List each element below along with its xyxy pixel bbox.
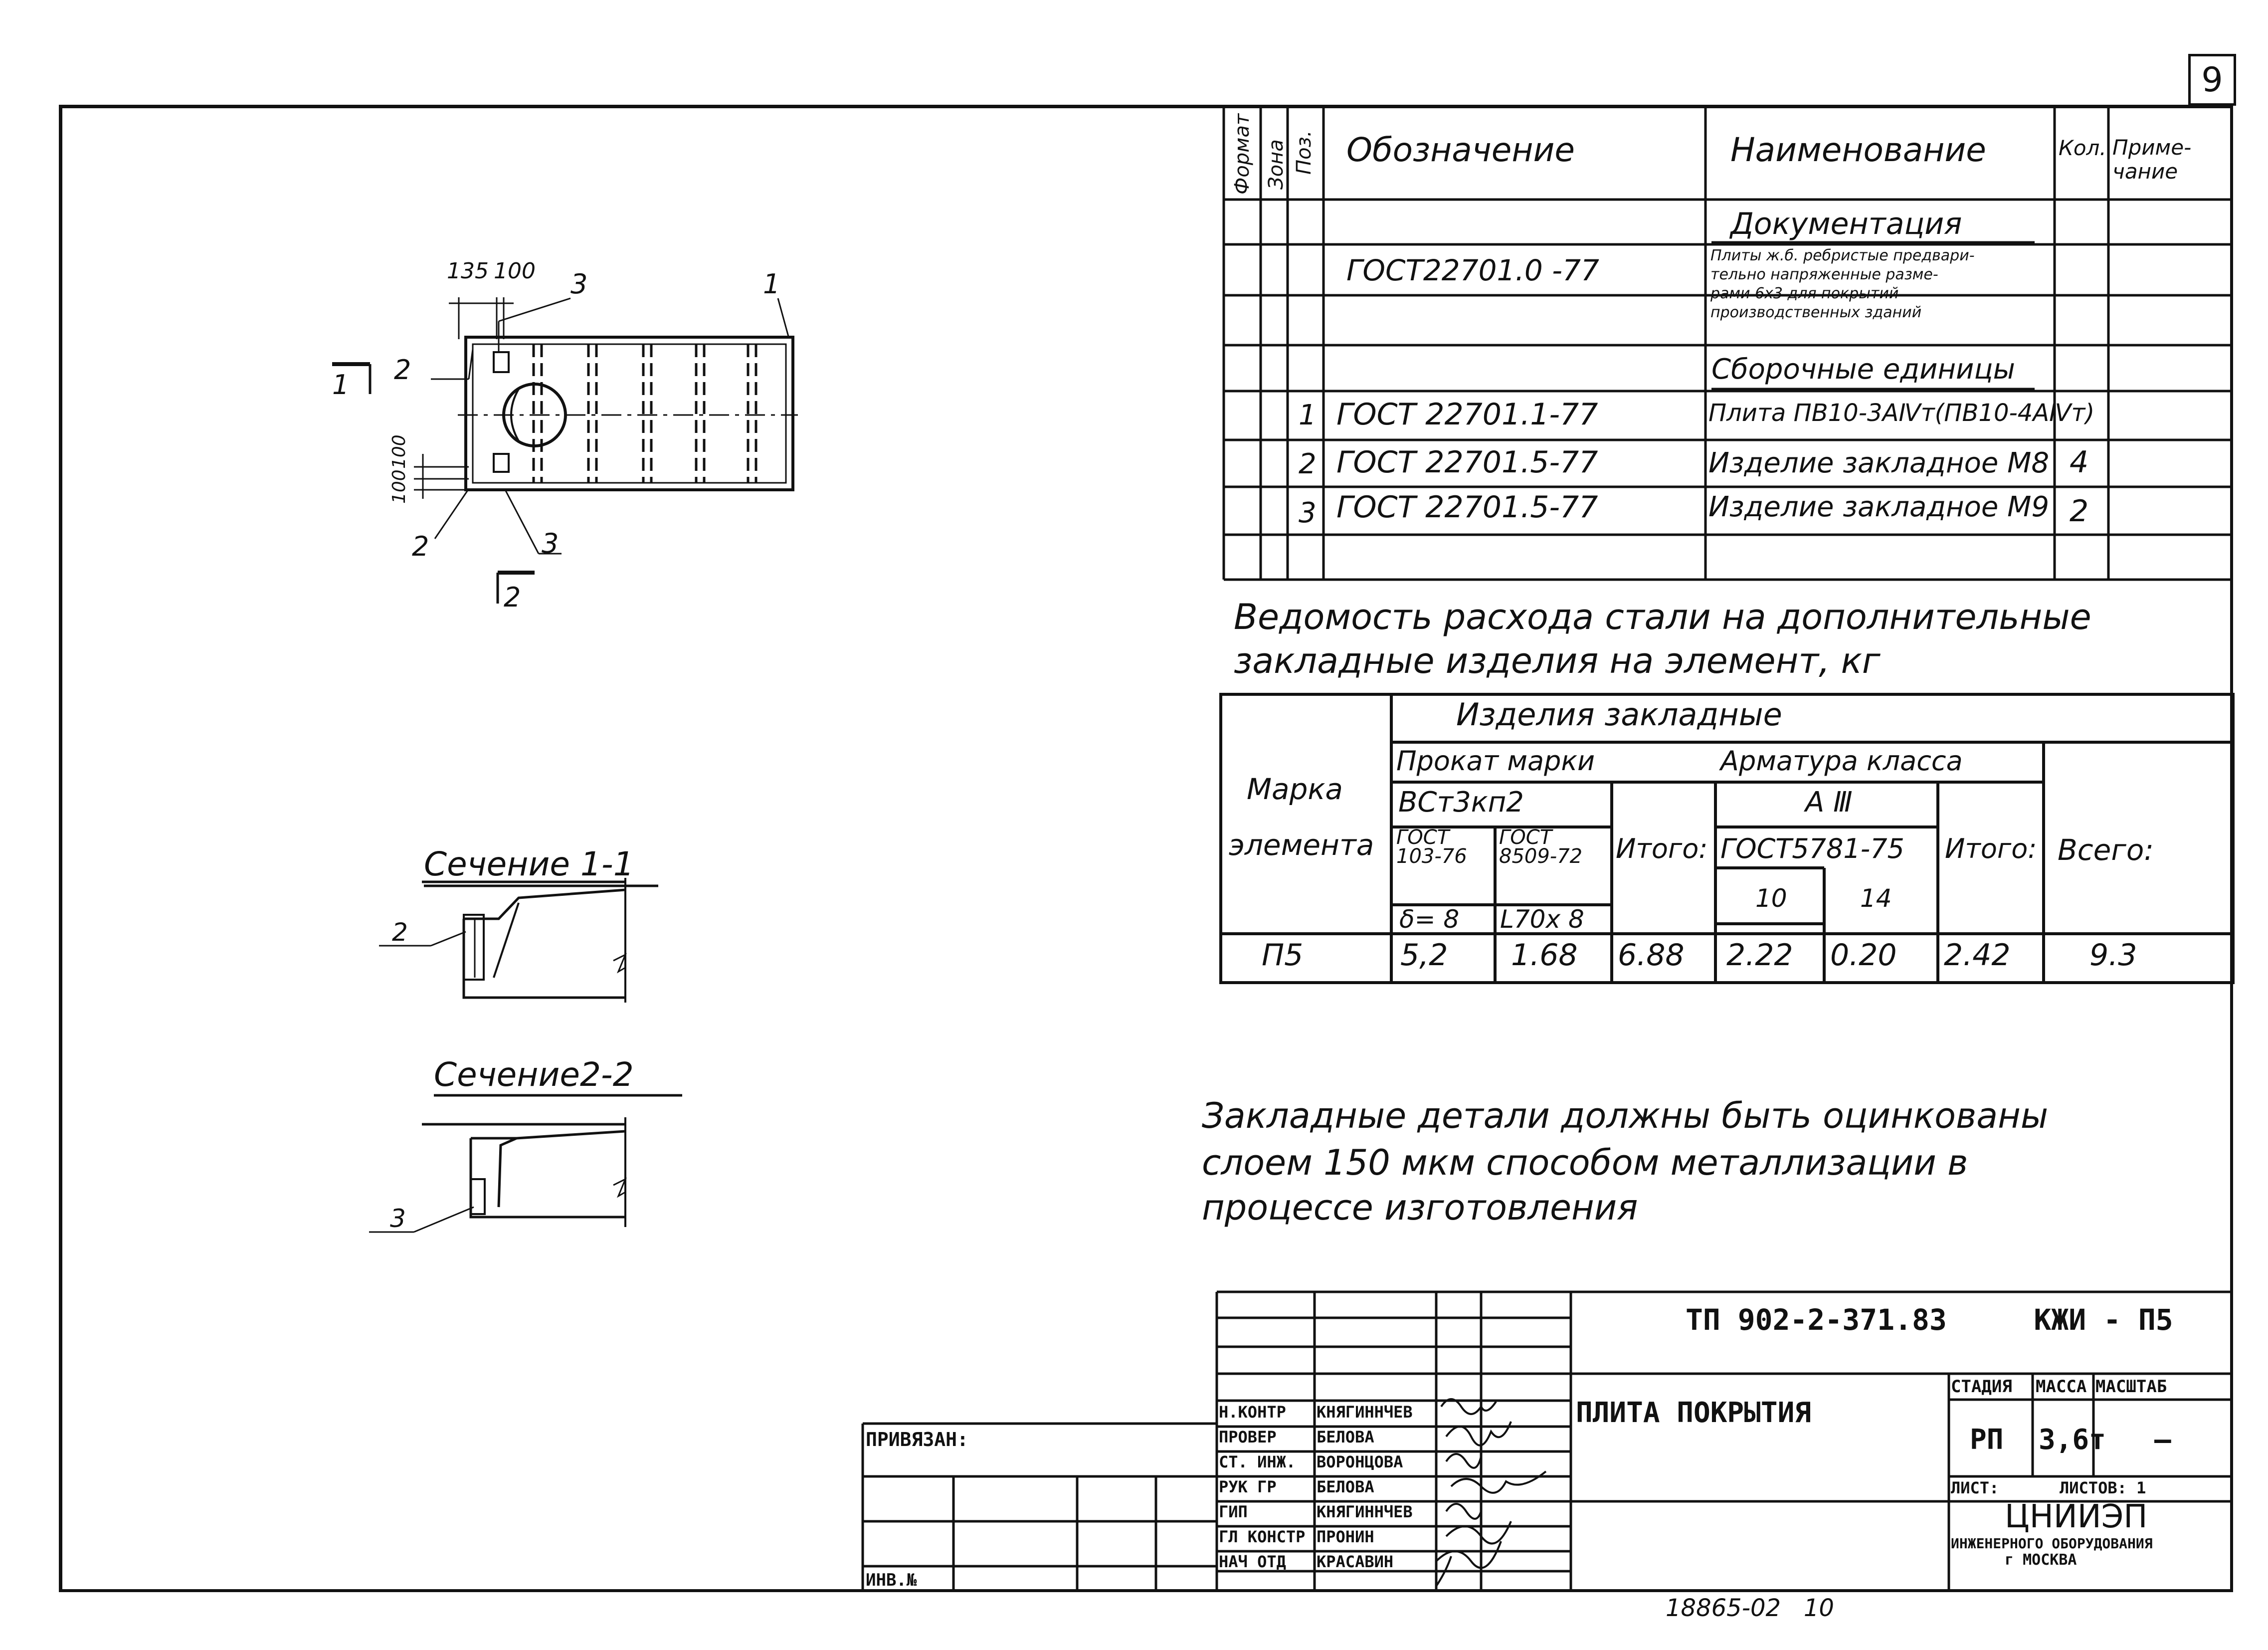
- spec-row-3-designation: ГОСТ 22701.5-77: [1336, 490, 1598, 525]
- steel-row-all: 9.3: [2089, 938, 2137, 973]
- steel-table-lines: [1219, 693, 2235, 984]
- section-2-2-title: Сечение2-2: [434, 1055, 634, 1094]
- steel-grand: Всего:: [2058, 833, 2154, 867]
- spec-doc-name: Плиты ж.б. ребристые предвари- тельно на…: [1710, 247, 1975, 321]
- steel-total1: Итого:: [1616, 833, 1708, 864]
- title-block-lines: [861, 1290, 2233, 1592]
- section-1-1-title: Сечение 1-1: [424, 845, 634, 883]
- steel-row-v2: 1.68: [1511, 938, 1578, 973]
- spec-row-1-pos: 1: [1299, 399, 1317, 431]
- steel-row-v1: 5,2: [1400, 938, 1448, 973]
- steel-rolled-grade: ВСт3кп2: [1398, 786, 1524, 819]
- spec-row-3-pos: 3: [1299, 497, 1317, 529]
- steel-title-line1: Ведомость расхода стали на дополнительны…: [1234, 597, 2091, 637]
- title-block-name: ПЛИТА ПОКРЫТИЯ: [1576, 1397, 1812, 1429]
- steel-row-t1: 6.88: [1618, 938, 1685, 973]
- steel-header-embedded: Изделия закладные: [1456, 696, 1782, 733]
- steel-rolled: Прокат марки: [1396, 745, 1595, 777]
- title-block-stage: РП: [1970, 1424, 2004, 1456]
- title-block-mass: 3,6т: [2039, 1424, 2106, 1456]
- bottom-archive-number: 18865-02 10: [1666, 1594, 1834, 1622]
- title-block-roles: Н.КОНТР ПРОВЕР СТ. ИНЖ. РУК ГР ГИП ГЛ КО…: [1219, 1403, 1306, 1571]
- plan-callout-2-top: 2: [394, 354, 411, 386]
- steel-gost1: ГОСТ 103-76: [1396, 826, 1467, 868]
- spec-header-name: Наименование: [1730, 131, 1986, 169]
- spec-row-2-pos: 2: [1299, 448, 1317, 480]
- steel-rebar-class: А Ⅲ: [1805, 786, 1853, 819]
- title-block-mass-h: МАССА: [2036, 1377, 2087, 1397]
- privyazan-label: ПРИВЯЗАН:: [866, 1429, 968, 1450]
- steel-row-mark: П5: [1262, 938, 1304, 973]
- section-2-2-callout: 3: [390, 1204, 406, 1233]
- title-block-org2: ИНЖЕНЕРНОГО ОБОРУДОВАНИЯ: [1951, 1535, 2153, 1552]
- steel-angle: L70х 8: [1500, 905, 1584, 934]
- spec-section-docs: Документация: [1730, 206, 1962, 241]
- spec-header-note: Приме- чание: [2112, 135, 2192, 184]
- spec-row-2-designation: ГОСТ 22701.5-77: [1336, 445, 1598, 480]
- spec-row-3-name: Изделие закладное М9: [1708, 491, 2050, 523]
- spec-header-qty: Кол.: [2059, 136, 2106, 160]
- slab-plan-drawing: [332, 297, 798, 604]
- steel-rebar-gost: ГОСТ5781-75: [1720, 833, 1904, 864]
- title-block-scale: —: [2154, 1424, 2171, 1456]
- title-block-stage-h: СТАДИЯ: [1951, 1377, 2012, 1397]
- section-1-1-drawing: [379, 878, 627, 1003]
- section-2-2-drawing: [369, 1117, 627, 1233]
- note-line-2: слоем 150 мкм способом металлизации в: [1202, 1142, 1968, 1183]
- note-line-3: процессе изготовления: [1202, 1187, 1638, 1228]
- title-block-scale-h: МАСШТАБ: [2095, 1377, 2167, 1397]
- spec-header-designation: Обозначение: [1346, 131, 1575, 169]
- section-1-1-callout: 2: [392, 918, 408, 947]
- plan-callout-3-top: 3: [570, 268, 588, 300]
- plan-section-mark-2: 2: [504, 582, 521, 613]
- spec-row-1-name: Плита ПВ10-3АⅣт(ПВ10-4АⅣт): [1708, 399, 2095, 427]
- steel-gost2: ГОСТ 8509-72: [1499, 826, 1583, 868]
- spec-row-3-qty: 2: [2070, 494, 2089, 529]
- spec-row-2-name: Изделие закладное М8: [1708, 447, 2050, 479]
- steel-title-line2: закладные изделия на элемент, кг: [1234, 640, 1881, 681]
- plan-section-mark-1: 1: [332, 369, 350, 401]
- steel-row-v3: 2.22: [1726, 938, 1793, 973]
- plan-callout-1: 1: [763, 268, 780, 300]
- sheet-number-box: 9: [2188, 54, 2236, 106]
- title-block-people: КНЯГИННЧЕВ БЕЛОВА ВОРОНЦОВА БЕЛОВА КНЯГИ…: [1317, 1403, 1413, 1571]
- steel-col-mark-2: элемента: [1229, 828, 1374, 862]
- title-block-code: ТП 902-2-371.83 КЖИ - П5: [1686, 1303, 2173, 1337]
- title-block-sheet-h: ЛИСТ:: [1951, 1478, 1999, 1497]
- plan-callout-2-bottom: 2: [412, 531, 429, 562]
- sheet-number: 9: [2201, 60, 2223, 100]
- spec-row-1-designation: ГОСТ 22701.1-77: [1336, 397, 1598, 432]
- steel-col-mark-1: Марка: [1247, 772, 1343, 806]
- steel-delta: δ= 8: [1399, 905, 1460, 934]
- inv-label: ИНВ.№: [866, 1570, 917, 1590]
- spec-row-2-qty: 4: [2070, 445, 2089, 480]
- title-block-sheets-h: ЛИСТОВ: 1: [2060, 1478, 2146, 1497]
- steel-d10: 10: [1755, 884, 1787, 913]
- steel-row-t2: 2.42: [1944, 938, 2011, 973]
- title-block-org1: ЦНИИЭП: [2005, 1498, 2148, 1535]
- plan-callout-3-bottom: 3: [542, 528, 559, 559]
- spec-section-assemblies: Сборочные единицы: [1711, 353, 2015, 386]
- steel-row-v4: 0.20: [1830, 938, 1897, 973]
- spec-doc-designation: ГОСТ22701.0 -77: [1346, 253, 1599, 287]
- steel-total2: Итого:: [1945, 833, 2037, 864]
- steel-rebar: Арматура класса: [1720, 745, 1963, 777]
- plan-dim-135: 135: [447, 258, 489, 284]
- spec-table-lines: [1222, 108, 2233, 581]
- title-block-org3: г МОСКВА: [2005, 1551, 2077, 1569]
- steel-d14: 14: [1860, 884, 1892, 913]
- plan-dim-100: 100: [494, 258, 536, 284]
- note-line-1: Закладные детали должны быть оцинкованы: [1202, 1095, 2049, 1136]
